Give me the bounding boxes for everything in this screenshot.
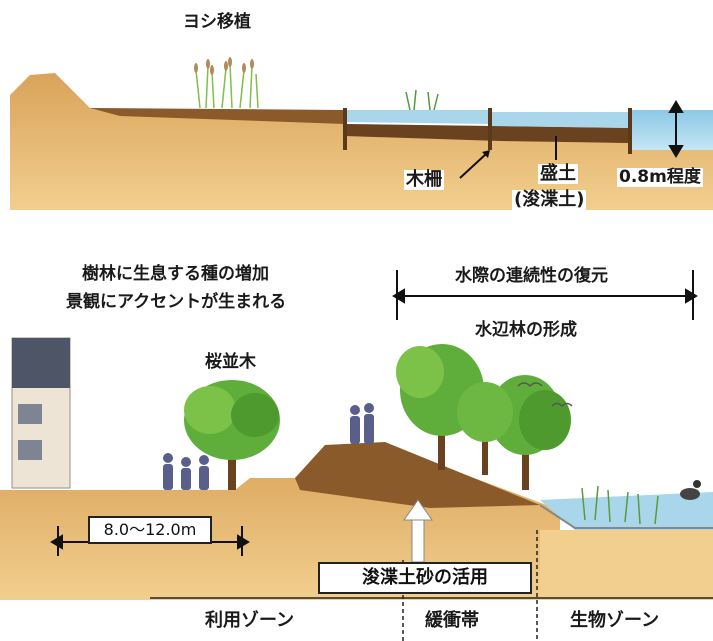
fence-post-3 — [628, 108, 632, 154]
people-mound — [350, 403, 374, 444]
reed-transplant-title: ヨシ移植 — [183, 12, 251, 32]
people-left — [163, 453, 209, 490]
top-fill-band — [345, 124, 630, 143]
waterside-dimension — [392, 270, 698, 320]
cherry-tree — [184, 380, 280, 490]
waterside-forest — [396, 344, 571, 490]
top-soil — [10, 73, 713, 210]
fence-post-1 — [343, 108, 347, 150]
depth-arrow — [668, 100, 684, 158]
birds — [517, 382, 573, 408]
embankment-mound — [295, 442, 540, 508]
top-cross-section — [10, 57, 713, 210]
fence-leader-head — [482, 150, 490, 158]
duck — [680, 480, 701, 500]
shore-line — [539, 504, 713, 529]
benefit-line-1: 樹林に生息する種の増加 — [82, 264, 269, 284]
water-reeds — [405, 89, 439, 111]
up-arrow — [403, 499, 433, 563]
width-label: 8.0～12.0m — [88, 516, 212, 544]
waterside-continuity-title: 水際の連続性の復元 — [455, 266, 608, 286]
shore-grass — [581, 485, 659, 525]
fill-sub-label: (浚渫土) — [512, 189, 587, 210]
zone-habitat-label: 生物ゾーン — [570, 610, 660, 631]
top-water — [345, 110, 490, 124]
sediment-use-label: 浚渫土砂の活用 — [318, 562, 532, 594]
fence-leader — [459, 153, 487, 179]
fence-label: 木柵 — [404, 169, 444, 190]
house-window — [18, 404, 42, 424]
house-window-2 — [18, 440, 42, 460]
depth-label: 0.8m程度 — [617, 167, 703, 187]
top-water-right — [490, 112, 630, 128]
reed-heads — [194, 57, 254, 75]
reed-cluster — [195, 63, 259, 109]
house-roof — [12, 338, 70, 388]
river-bed — [540, 530, 713, 600]
benefit-line-2: 景観にアクセントが生まれる — [66, 292, 287, 312]
zone-buffer-label: 緩衝帯 — [425, 610, 479, 631]
waterside-forest-title: 水辺林の形成 — [475, 320, 577, 340]
zone-use-label: 利用ゾーン — [205, 610, 295, 631]
cherry-row-title: 桜並木 — [205, 352, 256, 372]
top-water-deep — [630, 110, 713, 150]
bottom-cross-section — [0, 270, 713, 641]
fence-post-2 — [488, 108, 492, 150]
fill-label: 盛土 — [538, 163, 578, 184]
ground-soil — [0, 445, 713, 600]
